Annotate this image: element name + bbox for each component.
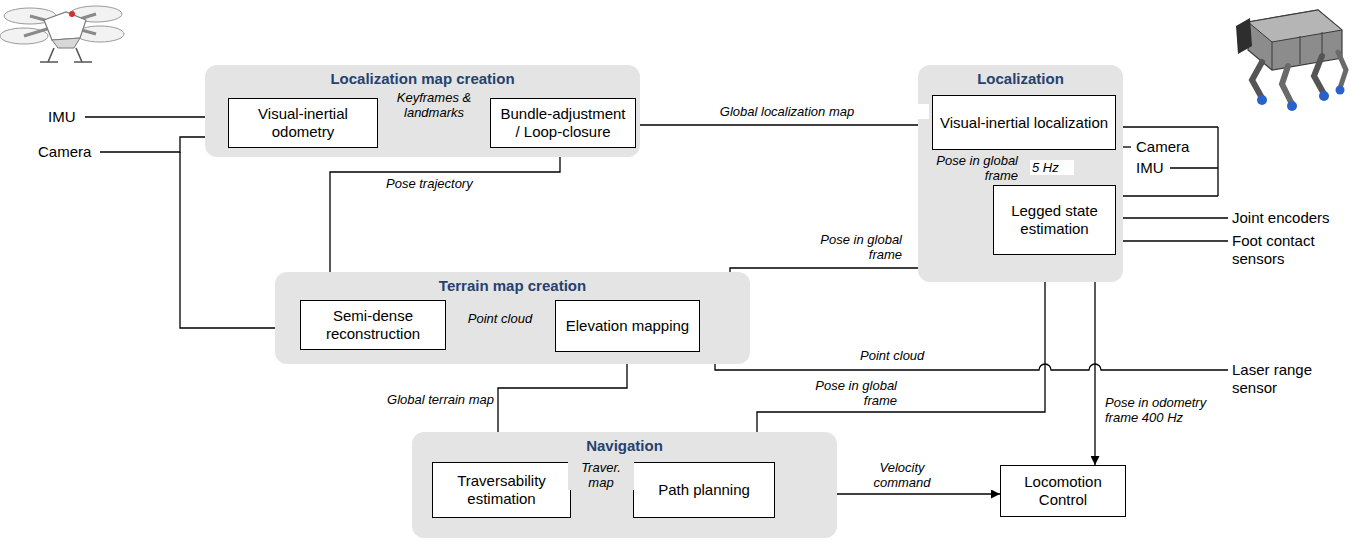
process-box: Path planning	[633, 462, 775, 518]
process-box: Legged state estimation	[993, 185, 1116, 255]
edge-label: Keyframes & landmarks	[378, 90, 490, 120]
edge-label: Pose trajectory	[384, 176, 508, 191]
sensor-label: IMU	[48, 108, 88, 126]
sensor-wire	[700, 340, 1228, 370]
sensor-wire	[1110, 240, 1228, 241]
sensor-label: Foot contact sensors	[1232, 232, 1342, 268]
signal-label: 5 Hz	[1030, 160, 1074, 175]
process-box: Bundle-adjustment / Loop-closure	[490, 98, 636, 148]
sensor-label: Laser range sensor	[1232, 361, 1342, 397]
sensor-label: Camera	[1136, 138, 1206, 156]
group-title: Localization map creation	[205, 70, 640, 87]
sensor-wire	[1110, 195, 1218, 196]
edge-label: Pose in global frame	[800, 232, 904, 262]
flow-arrow	[757, 255, 1045, 462]
sensor-label: Joint encoders	[1232, 209, 1347, 227]
group-title: Terrain map creation	[275, 277, 750, 294]
robot-illustration	[1236, 10, 1346, 111]
process-box: Semi-dense reconstruction	[300, 300, 446, 350]
sensor-wire	[1110, 126, 1218, 127]
sensor-label: IMU	[1136, 159, 1170, 177]
edge-label: Global localization map	[645, 104, 929, 119]
box-label: Visual-inertial odometry	[229, 105, 377, 141]
box-label: Visual-inertial localization	[934, 114, 1114, 132]
process-box: Visual-inertial odometry	[228, 98, 378, 148]
flow-arrow	[636, 124, 932, 125]
group-title: Navigation	[412, 437, 837, 454]
box-label: Elevation mapping	[560, 317, 695, 335]
group-title: Localization	[918, 70, 1123, 87]
edge-label: Global terrain map	[366, 392, 496, 407]
box-label: Bundle-adjustment / Loop-closure	[491, 105, 635, 141]
box-label: Semi-dense reconstruction	[301, 307, 445, 343]
edge-label: Traver. map	[568, 460, 634, 490]
edge-label: Point cloud	[446, 311, 554, 326]
sensor-wire	[1110, 217, 1228, 218]
process-box: Traversability estimation	[432, 462, 571, 518]
box-label: Locomotion Control	[1001, 473, 1125, 509]
sensor-label: Camera	[38, 143, 100, 161]
box-label: Path planning	[652, 481, 756, 499]
drone-illustration	[0, 6, 124, 62]
flow-arrow	[1094, 255, 1095, 465]
process-box: Elevation mapping	[555, 300, 700, 352]
process-box: Locomotion Control	[1000, 465, 1126, 517]
edge-label: Pose in odometry frame 400 Hz	[1103, 395, 1219, 425]
box-label: Traversability estimation	[433, 472, 570, 508]
sensor-wire	[1170, 127, 1218, 196]
process-box: Visual-inertial localization	[932, 95, 1116, 150]
box-label: Legged state estimation	[994, 202, 1115, 238]
edge-label: Pose in global frame	[932, 153, 1020, 183]
edge-label: Pose in global frame	[795, 378, 899, 408]
edge-label: Velocity command	[862, 460, 942, 490]
signal-label: Point cloud	[858, 348, 942, 363]
